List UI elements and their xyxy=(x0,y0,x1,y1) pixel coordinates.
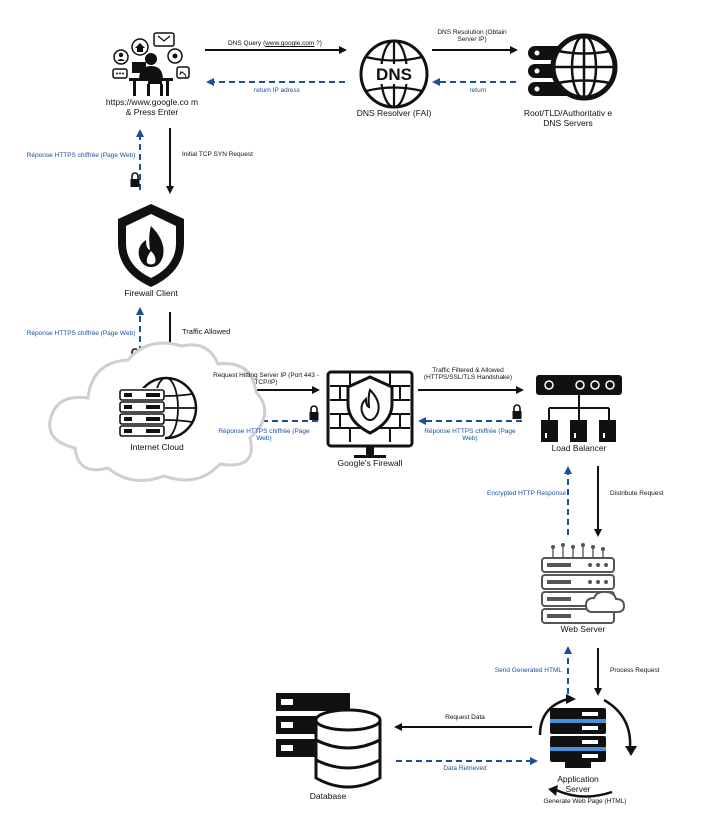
edge-label-return-ip: return IP adress xyxy=(253,87,301,94)
node-label-application-server: Application Server xyxy=(557,774,599,794)
edge-label-traffic-allowed: Traffic Allowed xyxy=(182,327,231,336)
edge-label-dns-query: DNS Query (www.google.com ?) xyxy=(228,40,322,47)
firewall-shield-icon xyxy=(118,204,184,287)
cloud-icon xyxy=(48,341,267,482)
dns-servers-icon xyxy=(528,33,618,101)
edge-label-https-reply-client: Réponse HTTPS chiffrée (Page Web) xyxy=(26,330,136,337)
edge-label-distribute-request: Distribute Request xyxy=(610,490,664,497)
application-server-icon xyxy=(538,694,637,798)
dns-query-link: www.google.com xyxy=(265,40,315,47)
lock-icon xyxy=(308,405,320,421)
node-label-dns-resolver: DNS Resolver (FAI) xyxy=(356,108,432,118)
dns-globe-icon: DNS xyxy=(359,39,429,109)
node-label-firewall-client: Firewall Client xyxy=(124,288,178,298)
edge-label-return: return xyxy=(469,87,487,94)
edge-label-https-reply-google: Réponse HTTPS chiffrée (Page Web) xyxy=(218,428,310,443)
lock-icon xyxy=(511,404,523,420)
edge-label-generate-web-page: Generate Web Page (HTML) xyxy=(543,798,627,805)
node-label-user: https://www.google.co m & Press Enter xyxy=(105,97,199,117)
edge-label-initial-syn: Initial TCP SYN Request xyxy=(182,151,253,158)
user-computer-icon xyxy=(112,32,190,96)
node-label-dns-servers: Root/TLD/Authoritativ e DNS Servers xyxy=(523,108,613,128)
monitor-firewall-icon xyxy=(326,370,414,458)
edge-label-process-request: Process Request xyxy=(610,667,660,674)
database-icon xyxy=(276,693,382,789)
node-label-web-server: Web Server xyxy=(560,624,606,634)
edge-label-request-hitting: Request Hitting Server IP (Port 443 - TC… xyxy=(213,372,319,387)
edge-label-send-generated: Send Generated HTML xyxy=(494,667,562,674)
node-label-database: Database xyxy=(309,791,347,801)
edge-label-dns-resolution: DNS Resolution (Obtain Server IP) xyxy=(437,29,507,44)
dns-logo-text: DNS xyxy=(376,65,412,84)
node-label-google-firewall: Google's Firewall xyxy=(337,458,403,468)
load-balancer-icon xyxy=(536,375,622,442)
web-server-icon xyxy=(541,543,626,624)
edge-label-encrypted-http: Encrypted HTTP Response xyxy=(487,490,566,497)
edge-label-request-data: Request Data xyxy=(445,714,485,721)
node-label-load-balancer: Load Balancer xyxy=(551,443,607,453)
node-label-internet-cloud: Internet Cloud xyxy=(130,442,184,452)
edge-label-traffic-filtered: Traffic Filtered & Allowed (HTTPS/SSL/TL… xyxy=(423,367,513,382)
lock-icon xyxy=(129,172,141,188)
edge-label-https-reply-user: Réponse HTTPS chiffrée (Page Web) xyxy=(26,152,136,159)
edge-label-data-retrieved: Data Retrieved xyxy=(443,765,487,772)
edge-label-https-reply-lb: Réponse HTTPS chiffrée (Page Web) xyxy=(424,428,516,443)
